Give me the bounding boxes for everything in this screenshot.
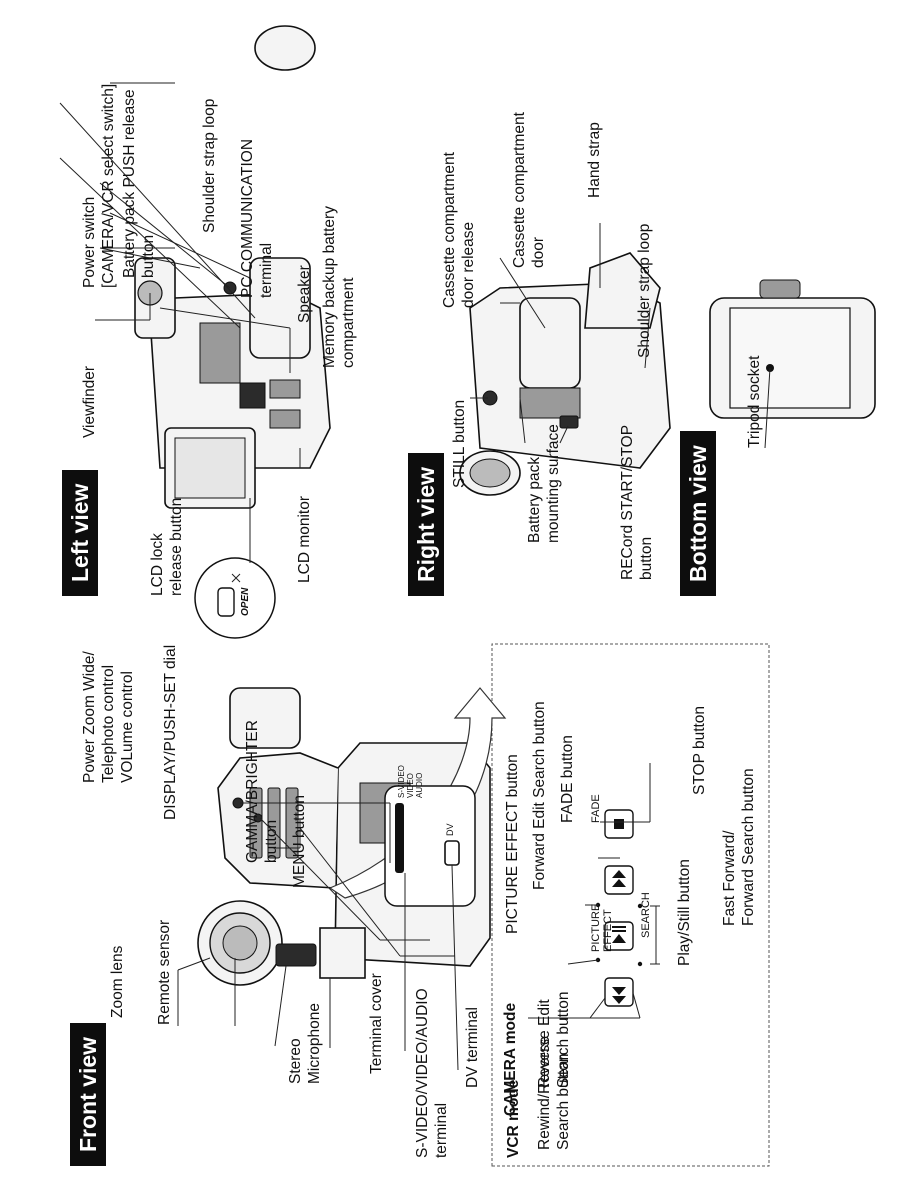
label-picture-effect: PICTURE EFFECT button: [504, 754, 521, 934]
bottom-camcorder-drawing: [709, 279, 876, 449]
speaker-grille: [239, 382, 266, 409]
label-lcd-lock: LCD lock release button: [149, 497, 185, 596]
terminal-inset: [384, 785, 476, 907]
front-viewfinder: [229, 687, 301, 749]
cassette-door-drawing: [519, 297, 581, 389]
label-viewfinder: Viewfinder: [81, 365, 98, 438]
bottom-plate: [729, 307, 851, 409]
label-forward-edit: Forward Edit Search button: [531, 701, 548, 890]
label-dv-terminal: DV terminal: [464, 1007, 481, 1088]
label-lcd-monitor: LCD monitor: [296, 496, 313, 583]
av-port: [395, 803, 404, 873]
print-audio: AUDIO: [415, 772, 424, 798]
lcd-lock-button[interactable]: [217, 587, 235, 617]
label-fade: FADE button: [559, 735, 576, 823]
label-memory-battery: Memory backup battery compartment: [321, 206, 357, 368]
left-camcorder-drawing: [134, 25, 331, 509]
label-record-button: RECord START/STOP button: [619, 424, 655, 580]
label-shoulder-loop-left: Shoulder strap loop: [201, 98, 218, 233]
label-battery-release: Battery pack PUSH release button: [121, 89, 157, 278]
print-dv: DV: [445, 823, 455, 836]
label-still-button: STILL button: [451, 399, 468, 488]
label-av-terminal: S-VIDEO/VIDEO/AUDIO terminal: [414, 988, 450, 1158]
print-picture-effect: PICTURE EFFECT: [590, 903, 614, 952]
terminal-cover-drawing: [319, 927, 366, 979]
label-pc-terminal: PC COMMUNICATION terminal: [239, 138, 275, 298]
print-fade: FADE: [590, 794, 602, 823]
label-display-dial: DISPLAY/PUSH-SET dial: [162, 644, 179, 820]
label-battery-surface: Battery pack mounting surface: [526, 424, 562, 543]
stereo-microphone-grille: [275, 943, 317, 967]
label-speaker: Speaker: [296, 265, 313, 323]
print-search: SEARCH: [640, 892, 652, 938]
label-cassette-release: Cassette compartment door release: [441, 152, 477, 308]
label-play-still: Play/Still button: [676, 859, 693, 966]
label-remote-sensor: Remote sensor: [156, 919, 173, 1025]
left-leaders: [59, 82, 301, 468]
label-shoulder-loop-right: Shoulder strap loop: [636, 223, 653, 358]
hand-strap-drawing: [584, 252, 661, 329]
label-stop: STOP button: [691, 705, 708, 795]
bottom-view-header: Bottom view: [680, 431, 716, 596]
label-tripod-socket: Tripod socket: [746, 355, 763, 448]
label-rewind: Rewind/Reverse Search button: [536, 1036, 572, 1150]
label-menu-button: MENU button: [291, 794, 308, 888]
label-hand-strap: Hand strap: [586, 122, 603, 198]
control-panel-frame: [491, 643, 770, 1167]
label-terminal-cover: Terminal cover: [368, 973, 385, 1074]
label-fast-forward: Fast Forward/ Forward Search button: [721, 768, 757, 926]
right-leaders: [470, 223, 651, 444]
label-power-switch: Power switch [CAMERA/VCR select switch]: [81, 83, 117, 288]
vcr-mode-heading: VCR mode: [505, 1079, 522, 1158]
label-zoom-lens: Zoom lens: [109, 945, 126, 1018]
label-gamma-button: GAMMA/BRIGHTER button: [244, 720, 280, 863]
print-open: OPEN: [240, 587, 251, 616]
front-leaders: [177, 763, 660, 1071]
lcd-lock-inset: [194, 498, 276, 639]
right-camcorder-drawing: [459, 252, 671, 496]
dv-port: [444, 840, 460, 866]
right-view-header: Right view: [408, 452, 444, 596]
label-cassette-door: Cassette compartment door: [511, 112, 547, 268]
left-view-header: Left view: [62, 469, 98, 596]
front-view-header: Front view: [70, 1022, 106, 1166]
label-stereo-microphone: Stereo Microphone: [287, 1003, 323, 1084]
label-power-zoom: Power Zoom Wide/ Telephoto control VOLum…: [81, 651, 136, 783]
